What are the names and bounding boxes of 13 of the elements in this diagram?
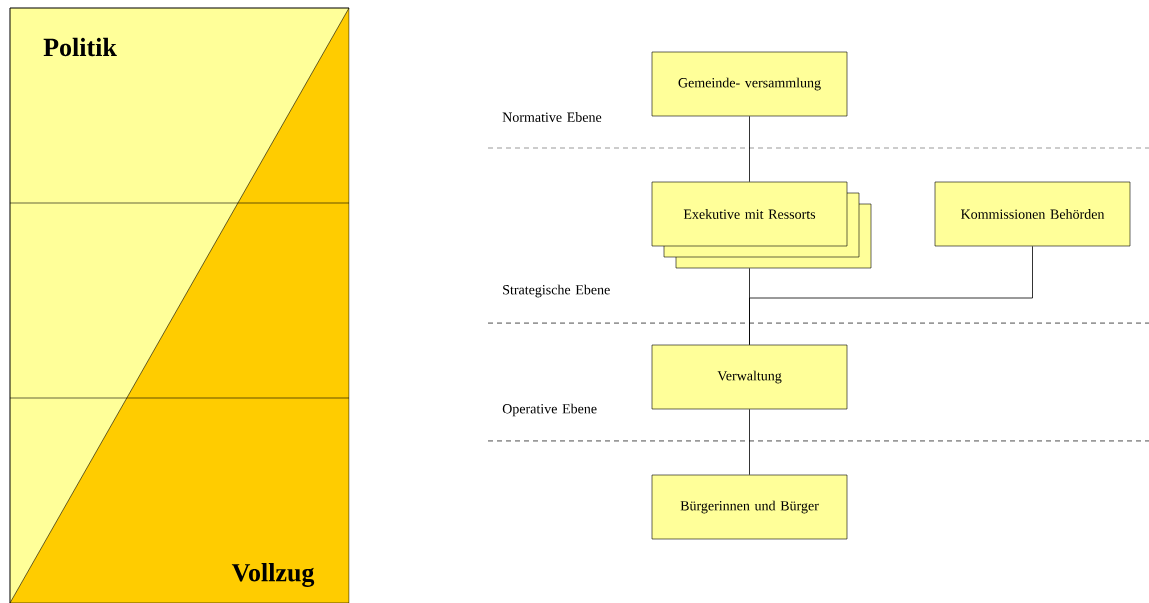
- connector-line: [749, 408, 750, 476]
- process-box: Kommissionen Behörden: [934, 181, 1131, 247]
- level-label: Normative Ebene: [502, 112, 602, 122]
- connector-line: [749, 115, 750, 183]
- level-label: Operative Ebene: [502, 403, 597, 417]
- process-box: Gemeinde- versammlung: [651, 51, 848, 117]
- panel-heading: Vollzug: [231, 563, 315, 587]
- connector-line: [749, 245, 1033, 346]
- process-box: Exekutive mit Ressorts: [651, 181, 872, 269]
- process-box: Verwaltung: [651, 344, 848, 410]
- panel-heading: Politik: [43, 37, 117, 57]
- process-box: Bürgerinnen und Bürger: [651, 474, 848, 540]
- level-label: Strategische Ebene: [503, 284, 610, 298]
